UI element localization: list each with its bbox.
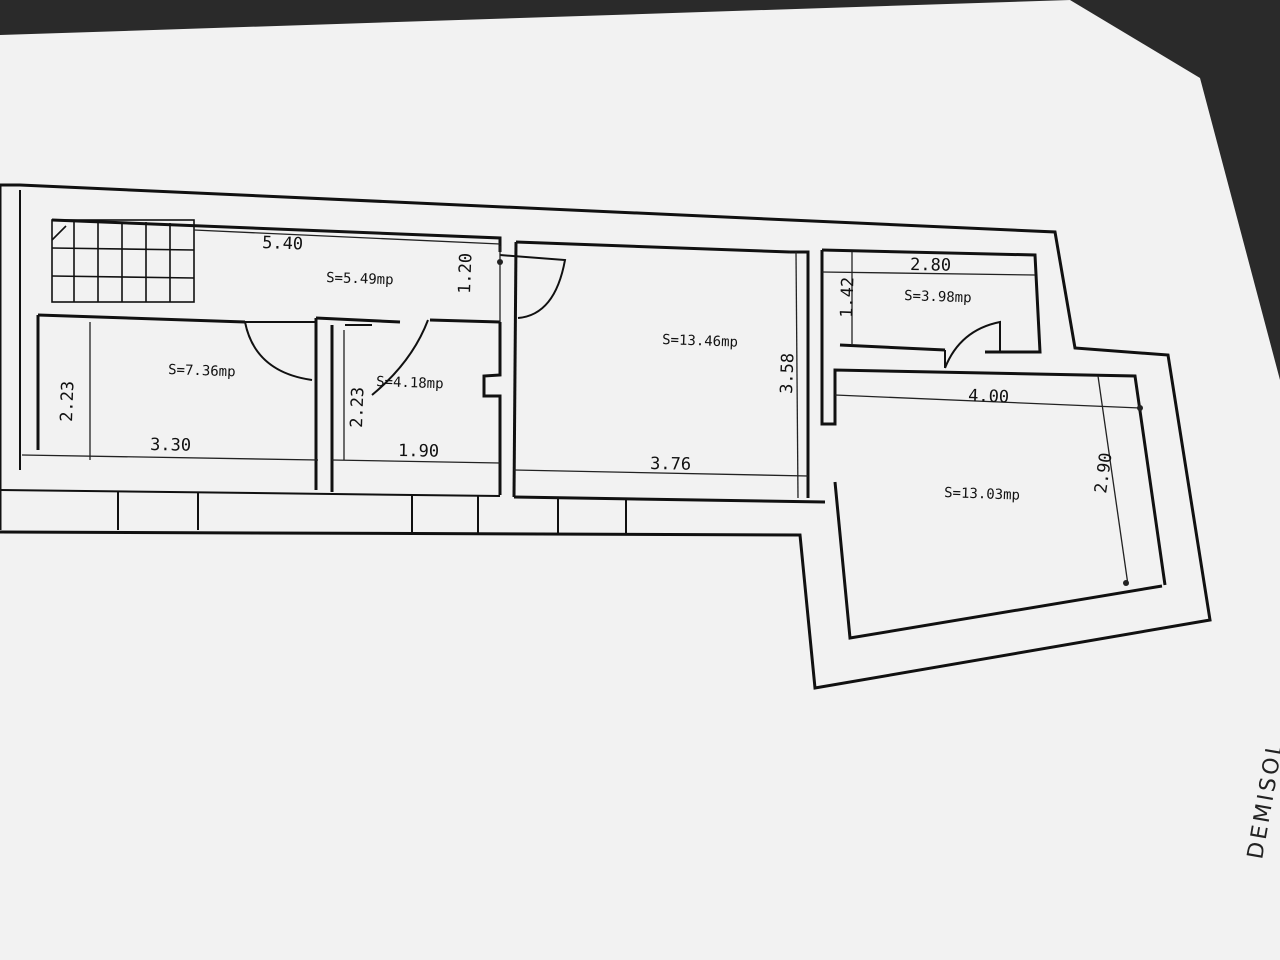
door-swings — [244, 254, 1001, 396]
dim-center-height: 3.58 — [777, 353, 798, 395]
dim-left-height: 2.23 — [57, 381, 78, 423]
dim-storage-width: 2.80 — [910, 255, 951, 276]
dim-bath-width: 1.90 — [398, 441, 439, 462]
outer-walls — [0, 183, 1212, 690]
dim-bath-height: 2.23 — [347, 387, 368, 429]
room-area-labels: S=5.49mp S=7.36mp S=4.18mp S=13.46mp S=3… — [168, 270, 1020, 504]
windows — [117, 492, 627, 535]
area-label-room-left: S=7.36mp — [168, 362, 236, 380]
dimension-lines — [21, 229, 1143, 586]
dimension-labels: 5.40 1.20 2.23 3.30 2.23 1.90 3.76 3.58 … — [57, 233, 1117, 495]
dim-center-width: 3.76 — [650, 454, 691, 475]
area-label-bath: S=4.18mp — [376, 374, 444, 392]
area-label-storage: S=3.98mp — [904, 288, 972, 306]
dim-storage-height: 1.42 — [837, 277, 858, 319]
dim-hall-length: 5.40 — [262, 233, 304, 254]
area-label-room-center: S=13.46mp — [662, 332, 738, 351]
dim-hall-width: 1.20 — [455, 253, 476, 295]
area-label-hall: S=5.49mp — [326, 270, 394, 288]
dim-left-width: 3.30 — [150, 435, 191, 456]
staircase — [51, 219, 195, 303]
dim-right-width: 4.00 — [968, 386, 1010, 407]
area-label-room-right: S=13.03mp — [944, 485, 1020, 504]
